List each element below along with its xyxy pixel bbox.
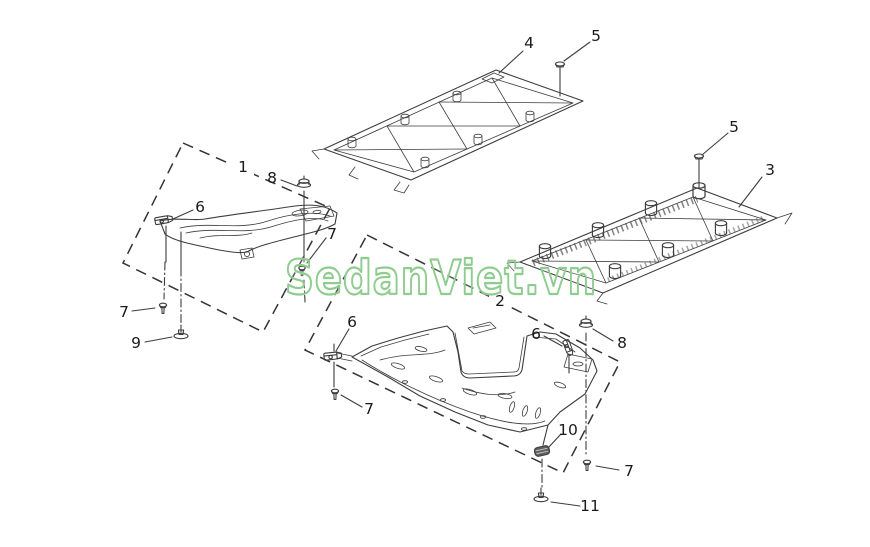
callout-7-center: 7: [364, 400, 374, 418]
callout-6-left: 6: [195, 198, 205, 216]
callout-7-left: 7: [119, 303, 129, 321]
group-2-dashed-box: [303, 234, 622, 474]
screw-7-a: [158, 302, 168, 315]
label-2-backing: [489, 291, 510, 310]
callout-7-bottom: 7: [624, 462, 634, 480]
callout-8-right: 8: [617, 334, 627, 352]
fastener-axis-lines: [163, 190, 587, 491]
callout-labels: 4 5 5 3 1 8 6 7 7 9 2 6 6 8 7 10 7 11: [119, 27, 775, 515]
nut-8-left: [296, 175, 312, 188]
callout-leader-lines: [131, 41, 763, 507]
callout-10: 10: [558, 421, 578, 439]
nut-8-right: [578, 315, 594, 328]
clip-6-center: [323, 350, 343, 361]
panel-3-hatched-rail: [607, 214, 767, 283]
screw-7-c: [330, 388, 340, 401]
part-2-slots: [390, 346, 567, 419]
callout-5-top: 5: [591, 27, 601, 45]
callout-2: 2: [495, 292, 505, 310]
callout-6-center: 6: [347, 313, 357, 331]
panel-4-cross-bracing: [333, 77, 574, 173]
label-1-backing: [231, 157, 254, 176]
callout-1: 1: [238, 158, 248, 176]
callout-7-upper: 7: [327, 225, 337, 243]
part-2-under-cover: [336, 321, 598, 433]
callout-9: 9: [131, 334, 141, 352]
panel-4-tab: [481, 72, 505, 84]
callout-8-left: 8: [267, 169, 277, 187]
push-pin-11: [533, 487, 549, 503]
panel-3-undertray: [506, 182, 793, 305]
callout-6-right: 6: [531, 325, 541, 343]
panel-4-undertray: [311, 69, 584, 194]
grommet-10: [533, 444, 551, 458]
screw-7-d: [582, 459, 592, 472]
screw-5-top: [554, 61, 566, 97]
push-pin-9: [173, 324, 189, 340]
panel-3-cross-bracing: [531, 196, 767, 284]
callout-3: 3: [765, 161, 775, 179]
callout-4: 4: [524, 34, 534, 52]
callout-11: 11: [580, 497, 600, 515]
callout-5-right: 5: [729, 118, 739, 136]
watermark-text: SedanViet.vn: [285, 251, 597, 306]
part-1-bracket: [159, 204, 338, 260]
